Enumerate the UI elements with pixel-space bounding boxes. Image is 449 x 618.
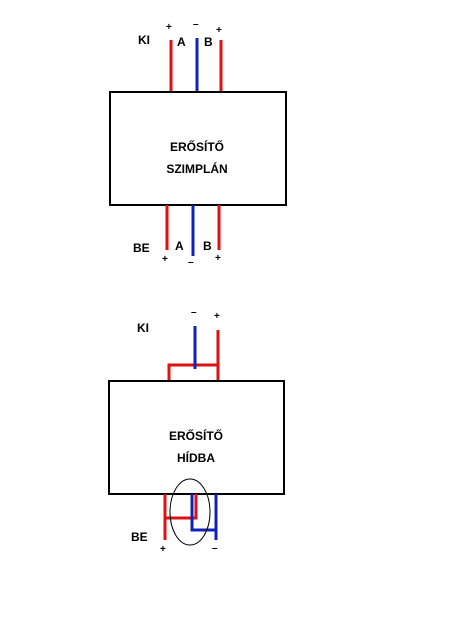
bottom-output-sign-left: – [191,307,197,318]
top-output-sign-mid: – [193,19,199,30]
top-input-a-label: A [175,239,184,253]
bottom-input-wire-bridge-blue [190,494,216,532]
bottom-output-label: KI [137,321,149,335]
top-output-label: KI [138,33,150,47]
top-input-label: BE [133,241,150,255]
top-input-sign-mid: – [188,257,194,268]
bottom-box-title-line1: ERŐSÍTŐ [169,428,223,443]
top-output-b-label: B [204,35,213,49]
top-box-title-line2: SZIMPLÁN [166,161,227,176]
top-input-sign-left: + [162,254,168,265]
top-input-sign-right: + [215,253,221,264]
top-output-sign-left: + [166,22,172,33]
bottom-output-sign-right: + [214,311,220,322]
bottom-diagram: ERŐSÍTŐ HÍDBA KI – + BE + – [108,307,285,555]
bottom-box-title-line2: HÍDBA [177,450,215,465]
bottom-input-label: BE [131,530,148,544]
bottom-input-sign-right: – [212,543,218,554]
top-box-title-line1: ERŐSÍTŐ [170,139,224,154]
top-diagram: ERŐSÍTŐ SZIMPLÁN KI A B + – + BE A B + –… [109,19,287,268]
bottom-input-wire-bridge-red [165,494,198,520]
bridge-junction-highlight-ellipse [169,478,211,546]
top-input-b-label: B [203,239,212,253]
bottom-input-sign-left: + [160,544,166,555]
top-amplifier-box [109,91,287,206]
top-output-a-label: A [177,35,186,49]
bottom-output-wire-positive [167,363,218,381]
top-output-sign-right: + [216,25,222,36]
